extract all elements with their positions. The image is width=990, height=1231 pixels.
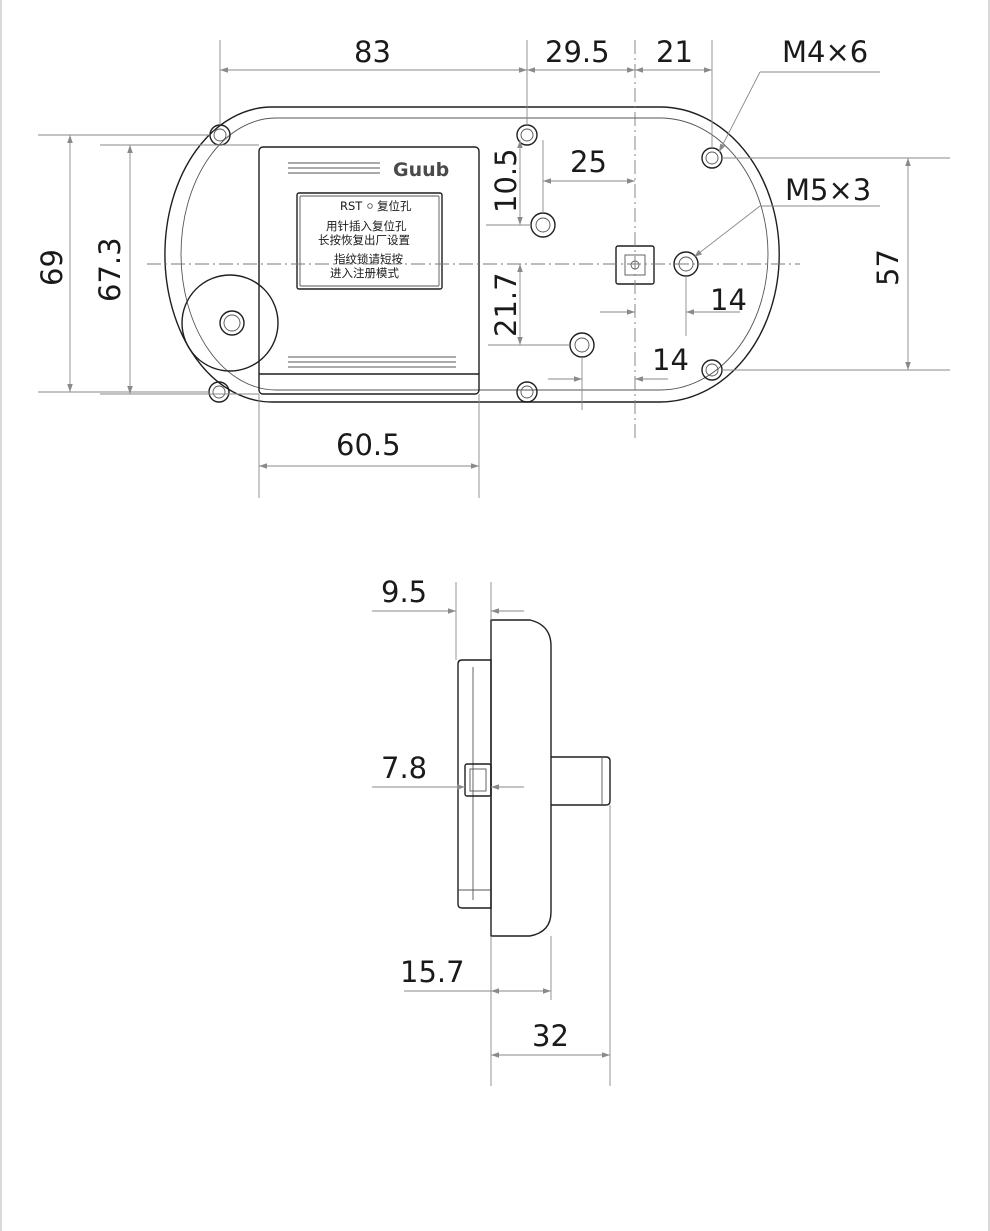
screw-hole-m4-top: [701, 147, 723, 169]
dim-21-7: 21.7: [489, 272, 523, 337]
rst-hole-label: 复位孔: [377, 199, 412, 213]
callout-m4: M4×6: [782, 35, 868, 69]
knob-hole-outer: [219, 310, 245, 336]
left-frame-line: [0, 0, 2, 1231]
spindle-shaft: [551, 756, 611, 806]
dim-60-5: 60.5: [336, 428, 401, 462]
screw-hole-lower-center: [569, 332, 595, 358]
dim-14-a: 14: [710, 283, 747, 317]
label-line-4: 进入注册模式: [330, 266, 399, 280]
dim-29-5: 29.5: [545, 35, 610, 69]
panel: [258, 146, 480, 395]
dim-67-3: 67.3: [93, 237, 127, 302]
side-view: 9.5 7.8 15.7 32: [372, 575, 611, 1086]
dim-14-b: 14: [652, 343, 689, 377]
label-box-inner: [299, 195, 440, 287]
dim-7-8: 7.8: [381, 751, 427, 785]
dim-21: 21: [656, 35, 693, 69]
label-box-outer: [296, 192, 443, 290]
dim-9-5: 9.5: [381, 575, 427, 609]
side-extension-lines: [455, 582, 611, 1086]
rst-hole-icon: [367, 203, 373, 209]
label-line-2: 长按恢复出厂设置: [318, 233, 410, 247]
dim-25: 25: [570, 145, 607, 179]
dim-69: 69: [35, 249, 69, 286]
brand-logo: Guub: [393, 159, 449, 181]
screw-hole-bottom-left: [208, 381, 230, 403]
knob-circle: [181, 274, 279, 372]
front-view: Guub RST 复位孔 用针插入复位孔 长按恢复出厂设置 指纹锁请短按 进入注…: [35, 35, 950, 498]
label-line-3: 指纹锁请短按: [334, 252, 403, 266]
grill-top: [288, 162, 380, 174]
dim-10-5: 10.5: [489, 148, 523, 213]
screw-hole-top-left: [209, 124, 231, 146]
knob-hole-inner: [223, 314, 241, 332]
grill-bottom: [288, 356, 456, 368]
label-line-1: 用针插入复位孔: [326, 219, 407, 233]
callout-m5: M5×3: [785, 173, 871, 207]
dim-57: 57: [871, 249, 905, 286]
screw-hole-m4-bottom: [701, 359, 723, 381]
small-knob: [464, 763, 492, 797]
small-knob-inner: [469, 768, 487, 792]
dim-32: 32: [532, 1019, 569, 1053]
lock-body-inner: [180, 117, 769, 391]
lock-body-outer: [164, 106, 780, 403]
screw-hole-upper-center: [530, 212, 556, 238]
front-body: [490, 619, 552, 937]
right-frame-line: [988, 0, 990, 1231]
screw-hole-bottom-mid: [516, 381, 538, 403]
back-plate: [457, 659, 492, 909]
dimension-lines: [67, 67, 911, 469]
rst-label: RST: [340, 199, 363, 213]
dim-15-7: 15.7: [400, 955, 465, 989]
dim-83: 83: [354, 35, 391, 69]
extension-lines: [38, 40, 950, 498]
side-dimension-lines: [372, 608, 610, 1058]
